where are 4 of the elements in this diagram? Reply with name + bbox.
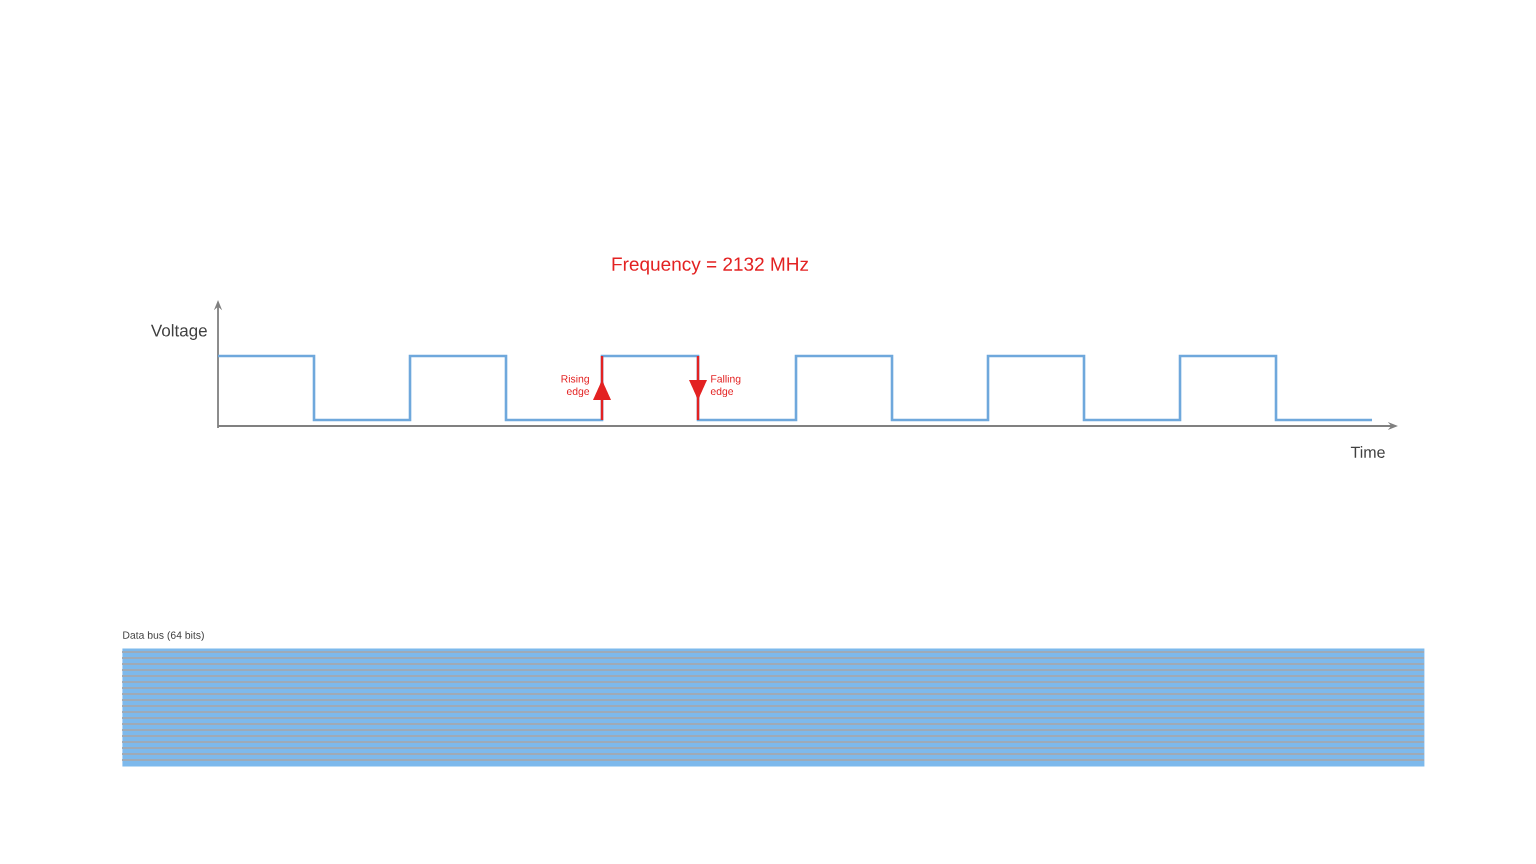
axis-label: Time [1350,446,1385,458]
bus-band [121,648,1425,767]
frequency-label: Frequency = 2132 MHz [612,257,809,275]
axis-label: Voltage [150,324,207,340]
